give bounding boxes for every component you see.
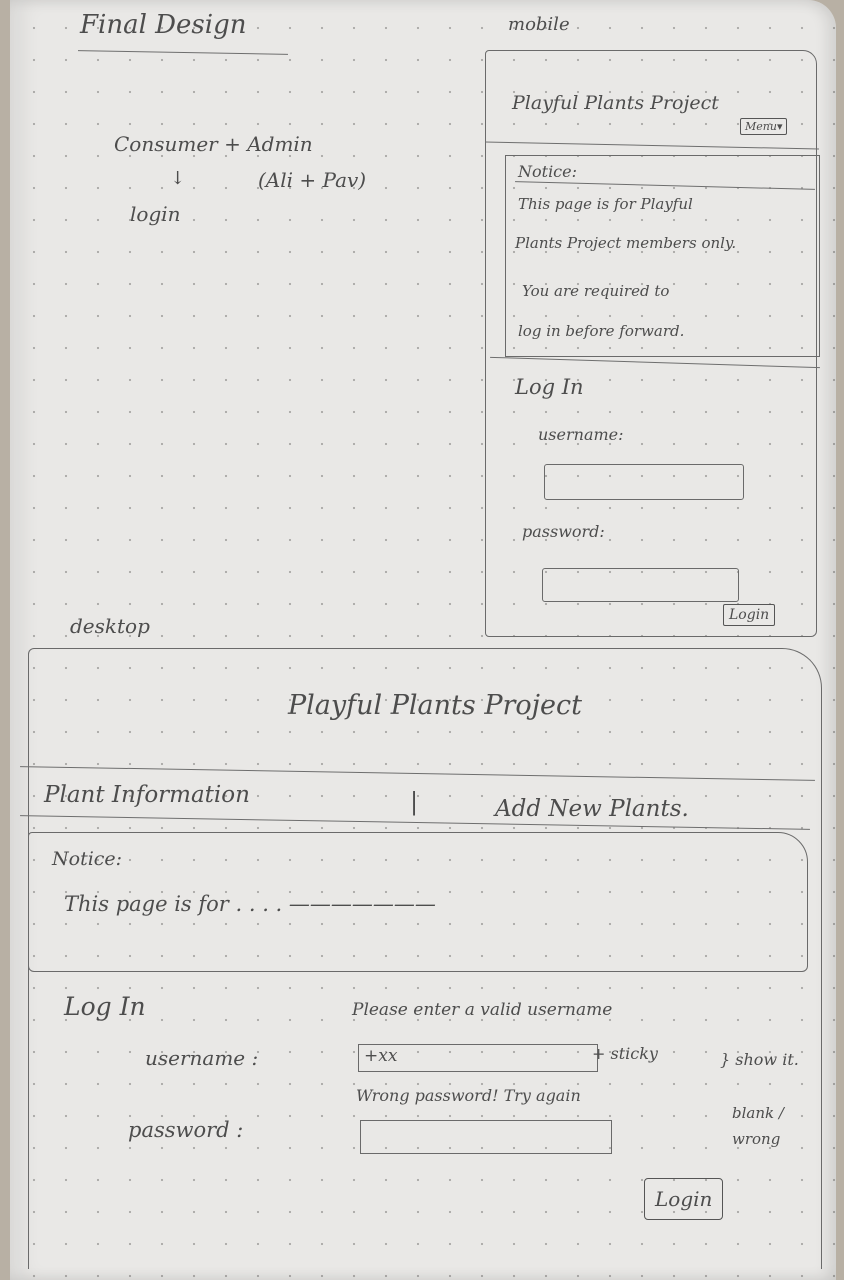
mobile-notice-box <box>505 155 820 357</box>
mobile-username-input[interactable] <box>544 464 744 500</box>
mobile-frame <box>485 50 817 637</box>
mobile-password-input[interactable] <box>542 568 739 602</box>
username-input-value: +xx <box>364 1046 398 1066</box>
username-show-note: } show it. <box>720 1050 799 1069</box>
desktop-password-label: password : <box>128 1118 244 1142</box>
password-blank-wrong-note: blank / wrong <box>732 1104 784 1148</box>
desktop-login-heading: Log In <box>64 992 146 1021</box>
notebook-page <box>10 0 836 1280</box>
desktop-notice-text: This page is for . . . . ——————— <box>64 892 436 916</box>
mobile-label: mobile <box>508 14 570 35</box>
nav-item-add-new-plants[interactable]: Add New Plants. <box>495 796 689 822</box>
mobile-login-button[interactable]: Login <box>723 604 776 626</box>
desktop-notice-heading: Notice: <box>52 848 123 870</box>
desktop-label: desktop <box>70 614 150 638</box>
desktop-password-input[interactable] <box>360 1120 612 1154</box>
page-title: Final Design <box>80 10 247 40</box>
username-sticky-note: + sticky <box>592 1044 658 1063</box>
note-login: login <box>130 202 181 226</box>
mobile-site-title: Playful Plants Project <box>512 92 719 114</box>
username-error-message: Please enter a valid username <box>352 1000 613 1020</box>
note-arrow: ↓ <box>170 168 186 189</box>
note-users: Consumer + Admin <box>114 132 313 156</box>
password-error-message: Wrong password! Try again <box>356 1086 581 1105</box>
desktop-username-input[interactable] <box>358 1044 598 1072</box>
mobile-password-label: password: <box>522 522 605 541</box>
mobile-notice-line: You are required to <box>522 282 670 300</box>
mobile-username-label: username: <box>538 425 624 444</box>
desktop-notice-box <box>28 832 808 972</box>
mobile-notice-line: This page is for Playful <box>518 195 693 213</box>
mobile-menu-button[interactable]: Menu▾ <box>740 118 788 135</box>
desktop-username-label: username : <box>145 1046 259 1070</box>
mobile-notice-line: Plants Project members only. <box>515 234 737 252</box>
nav-divider: | <box>410 788 419 816</box>
desktop-site-title: Playful Plants Project <box>288 690 582 721</box>
note-roles: (Ali + Pav) <box>258 168 367 192</box>
desktop-login-button[interactable]: Login <box>644 1178 724 1220</box>
mobile-notice-heading: Notice: <box>518 162 577 181</box>
mobile-login-heading: Log In <box>515 375 584 399</box>
mobile-notice-line: log in before forward. <box>518 322 685 340</box>
nav-item-plant-information[interactable]: Plant Information <box>44 782 250 808</box>
